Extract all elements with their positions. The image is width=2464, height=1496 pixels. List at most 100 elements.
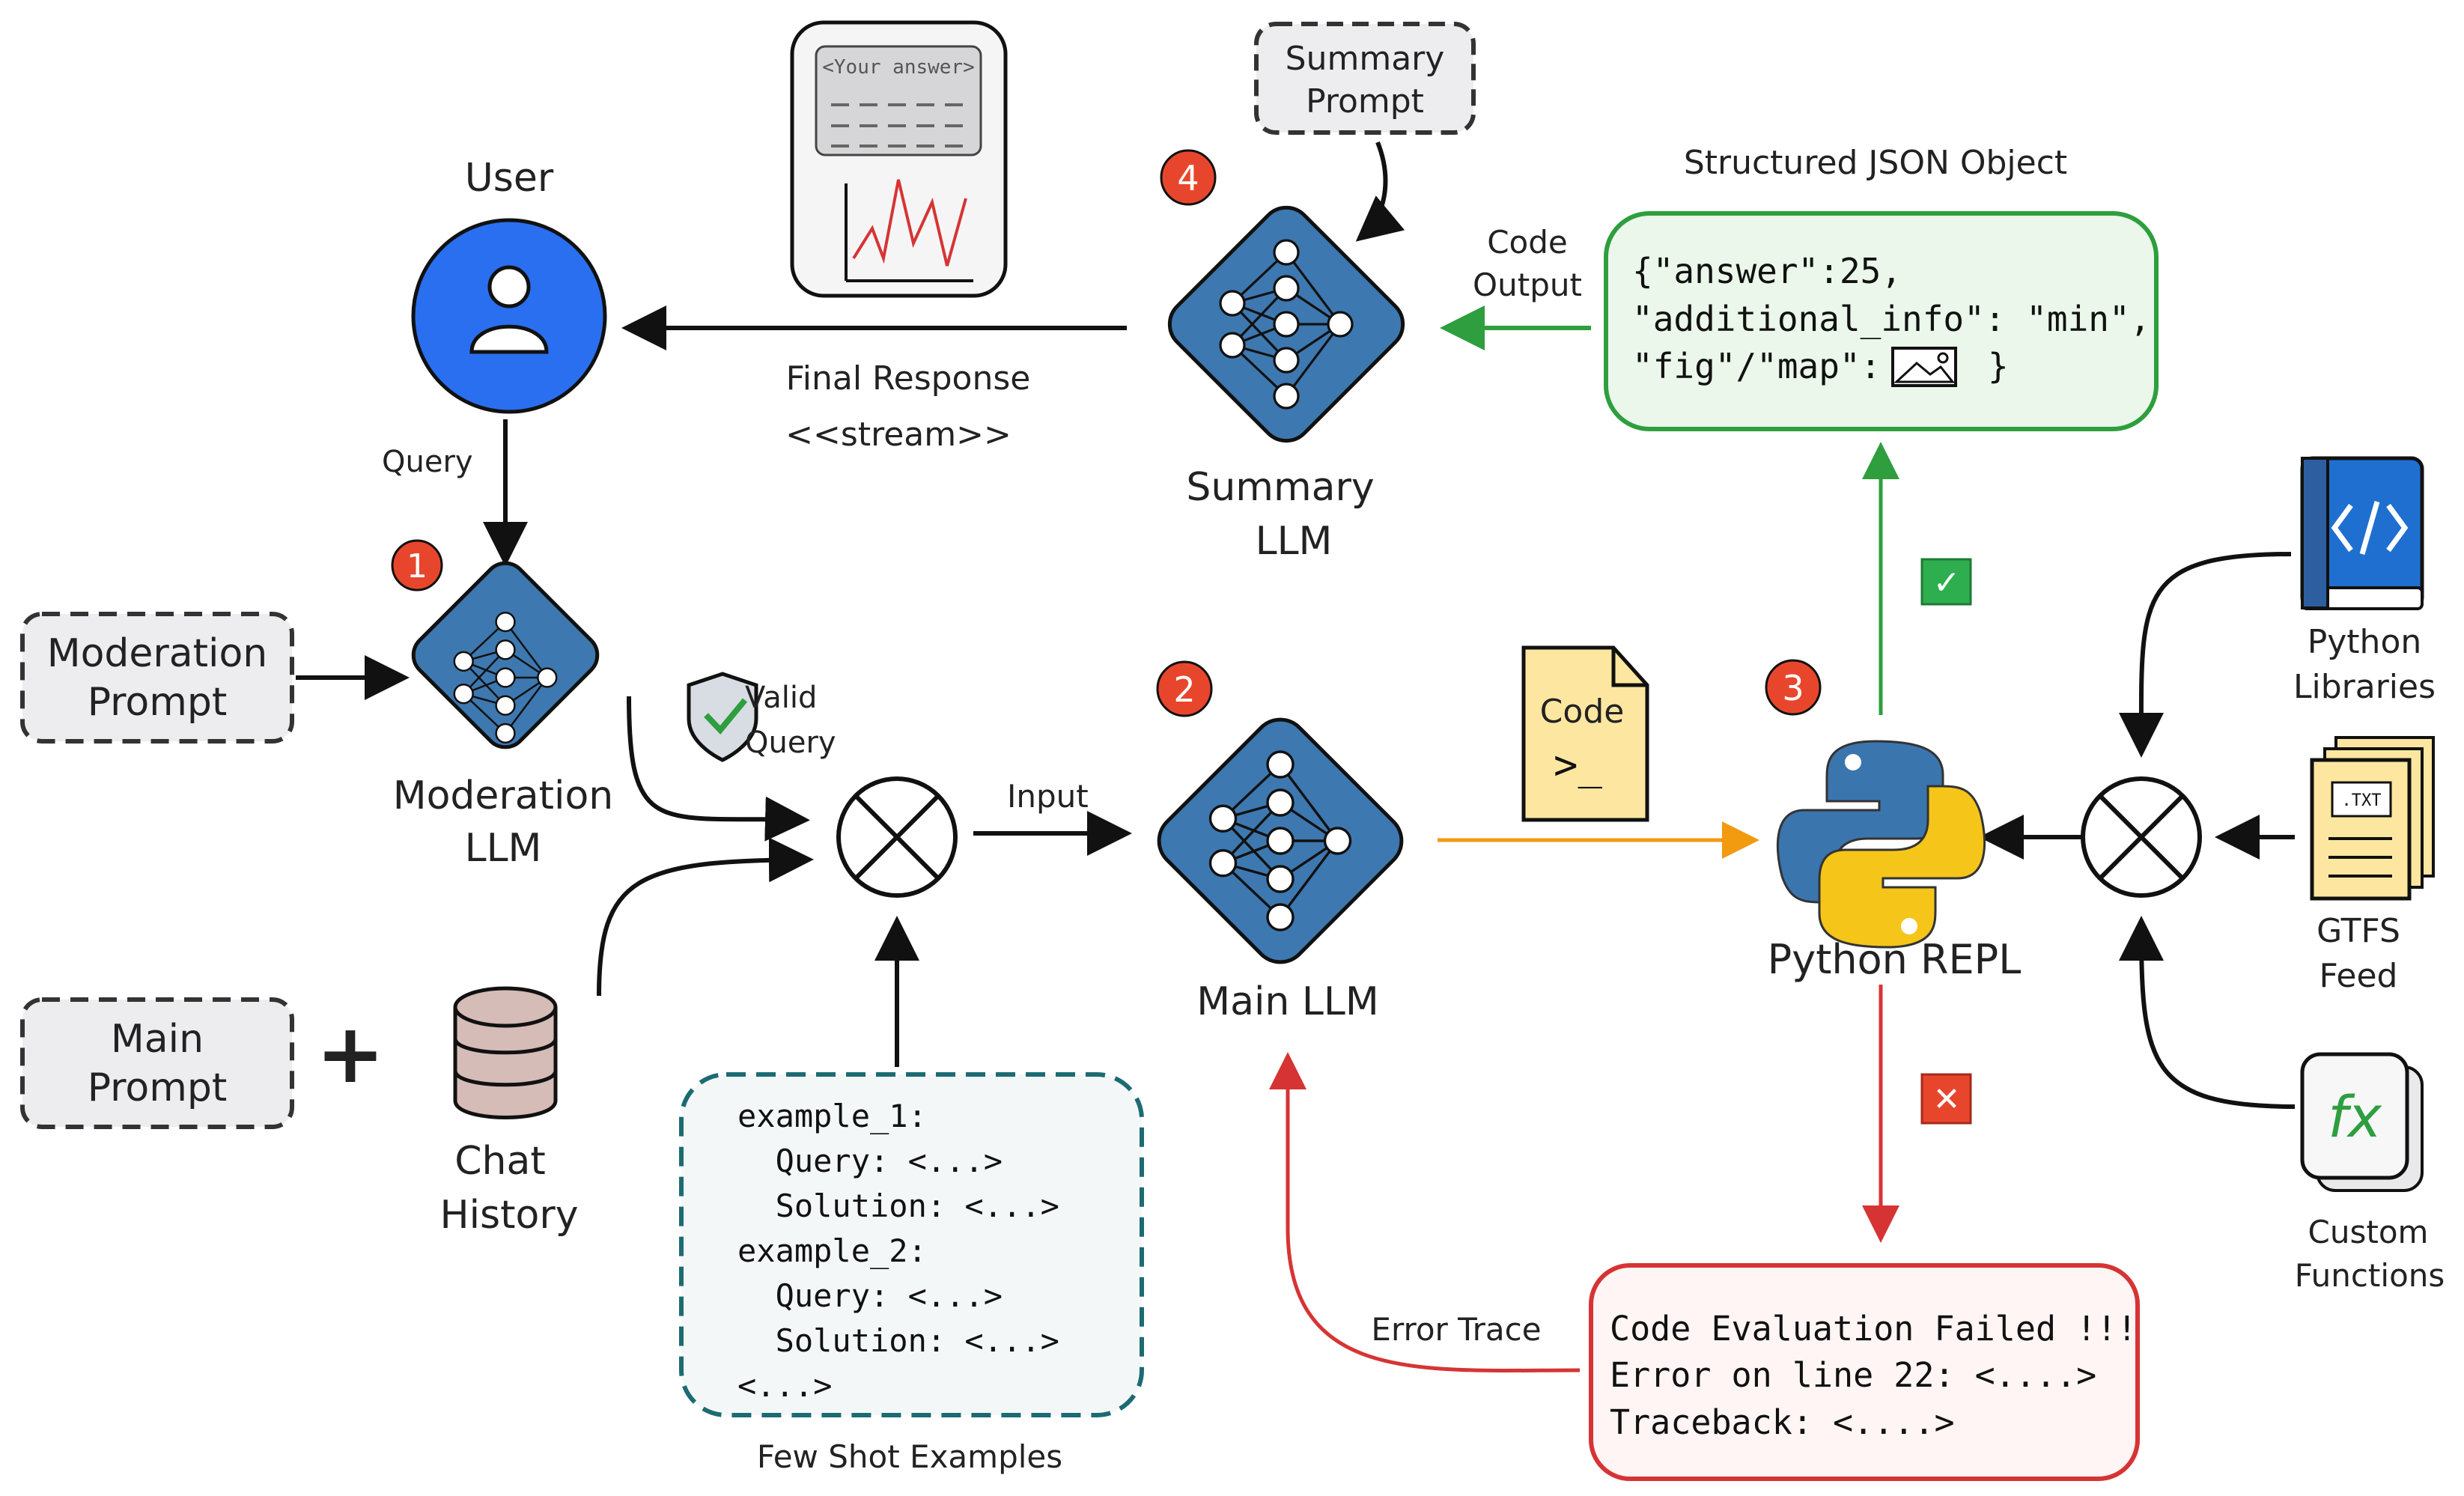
svg-text:Prompt: Prompt [88, 680, 228, 725]
edge-summary-prompt [1355, 141, 1405, 242]
code-book-icon [2300, 456, 2424, 610]
summary-prompt-box: Summary Prompt [1254, 22, 1476, 135]
user-avatar-icon [469, 265, 549, 354]
python-logo-icon [1776, 740, 1986, 949]
shield-check-icon [687, 672, 758, 762]
error-box: Code Evaluation Failed !!! Error on line… [1589, 1263, 2140, 1481]
edge-chat-history [597, 837, 814, 997]
chat-history: Chat History [440, 986, 579, 1238]
edge-valid-query [627, 696, 810, 842]
svg-text:Moderation: Moderation [393, 773, 614, 818]
svg-text:History: History [440, 1193, 579, 1238]
svg-text:Error on line 22: <....>: Error on line 22: <....> [1610, 1355, 2096, 1395]
svg-text:Functions: Functions [2295, 1257, 2445, 1294]
svg-text:"fig"/"map":: "fig"/"map": [1632, 346, 1881, 386]
edges [296, 141, 2296, 1373]
code-output-label-2: Output [1473, 267, 1582, 303]
svg-text:3: 3 [1782, 668, 1804, 708]
plus-sign: + [316, 1006, 385, 1101]
svg-text:LLM: LLM [465, 826, 542, 871]
query-label: Query [382, 445, 473, 479]
few-shot-line-5: Solution: <...> [737, 1322, 1059, 1359]
badge-1 [391, 539, 443, 592]
main-llm: 2 Main LLM [1156, 660, 1404, 1024]
few-shot-line-6: <...> [737, 1367, 832, 1404]
python-libraries: Python Libraries [2293, 456, 2436, 706]
line-chart-icon [845, 179, 973, 282]
custom-functions: fx Custom Functions [2295, 1052, 2445, 1294]
few-shot-box: example_1: Query: <...> Solution: <...> … [679, 1072, 1144, 1475]
few-shot-line-3: example_2: [737, 1232, 927, 1269]
image-icon [1891, 347, 1957, 387]
summary-llm: 4 Summary LLM [1160, 149, 1405, 564]
document-stack-icon: .TXT [2310, 736, 2435, 901]
answer-card: <Your answer> [790, 20, 1008, 298]
svg-text:Feed: Feed [2319, 957, 2398, 995]
few-shot-title: Few Shot Examples [757, 1438, 1062, 1475]
svg-text:2: 2 [1173, 669, 1195, 710]
json-title: Structured JSON Object [1684, 144, 2067, 182]
svg-text:{"answer":25,: {"answer":25, [1632, 251, 1902, 291]
main-prompt-box: Main Prompt [20, 997, 294, 1129]
svg-text:Summary: Summary [1286, 40, 1445, 78]
svg-text:Moderation: Moderation [47, 631, 268, 676]
fx-icon: fx [2328, 1083, 2382, 1150]
svg-text:.TXT: .TXT [2342, 791, 2382, 810]
svg-text:Python REPL: Python REPL [1768, 936, 2022, 983]
svg-text:Custom: Custom [2308, 1214, 2429, 1250]
svg-text:}: } [1988, 346, 2009, 386]
few-shot-line-2: Solution: <...> [737, 1188, 1059, 1224]
badge-3 [1765, 659, 1822, 716]
combine-node-input [836, 776, 958, 898]
user-label: User [465, 156, 554, 201]
python-repl: 3 Python REPL [1765, 659, 2022, 983]
few-shot-line-4: Query: <...> [737, 1277, 1003, 1314]
few-shot-line-0: example_1: [737, 1098, 927, 1134]
moderation-llm: 1 Moderation LLM [391, 539, 614, 871]
svg-text:Prompt: Prompt [88, 1065, 228, 1110]
combine-node-tools [2081, 776, 2202, 898]
failure-mark: ✕ [1920, 1073, 1972, 1125]
svg-text:Code Evaluation Failed !!!: Code Evaluation Failed !!! [1610, 1309, 2137, 1348]
svg-text:4: 4 [1177, 158, 1199, 198]
svg-text:Code: Code [1540, 693, 1625, 731]
svg-text:Main LLM: Main LLM [1196, 979, 1378, 1024]
svg-text:Traceback: <....>: Traceback: <....> [1610, 1402, 1955, 1442]
svg-text:✕: ✕ [1933, 1080, 1961, 1119]
svg-text:Python: Python [2308, 623, 2422, 661]
stream-label: <<stream>> [785, 416, 1012, 454]
svg-text:LLM: LLM [1256, 519, 1333, 564]
svg-text:Valid: Valid [745, 681, 817, 715]
svg-text:>_: >_ [1554, 741, 1603, 788]
svg-text:GTFS: GTFS [2317, 912, 2400, 950]
success-mark: ✓ [1920, 558, 1972, 606]
user-node: User [411, 156, 607, 414]
svg-text:Summary: Summary [1186, 465, 1374, 510]
svg-text:Libraries: Libraries [2293, 668, 2436, 706]
json-box: Structured JSON Object {"answer":25, "ad… [1604, 144, 2159, 431]
code-file-icon: Code >_ [1521, 645, 1649, 822]
error-trace-label: Error Trace [1371, 1311, 1541, 1348]
svg-text:Chat: Chat [454, 1139, 546, 1184]
svg-text:Main: Main [111, 1017, 204, 1062]
svg-text:<Your answer>: <Your answer> [822, 56, 975, 79]
badge-2 [1156, 660, 1213, 717]
moderation-prompt-box: Moderation Prompt [20, 612, 294, 744]
badge-4 [1160, 149, 1217, 206]
input-label: Input [1007, 778, 1089, 815]
database-icon [453, 986, 558, 1119]
edge-error-trace [1269, 1052, 1581, 1373]
svg-text:Query: Query [745, 726, 836, 760]
svg-text:1: 1 [407, 547, 428, 586]
svg-text:"additional_info": "min",: "additional_info": "min", [1632, 299, 2150, 339]
code-output-label-1: Code [1487, 224, 1568, 261]
gtfs-feed: .TXT GTFS Feed [2310, 736, 2435, 995]
edge-libraries [2118, 552, 2292, 758]
few-shot-line-1: Query: <...> [737, 1143, 1003, 1179]
valid-query-annotation: Valid Query [687, 672, 836, 762]
svg-text:Prompt: Prompt [1306, 82, 1424, 121]
final-response-label: Final Response [786, 359, 1031, 398]
edge-functions [2119, 916, 2296, 1109]
svg-text:✓: ✓ [1933, 564, 1961, 602]
